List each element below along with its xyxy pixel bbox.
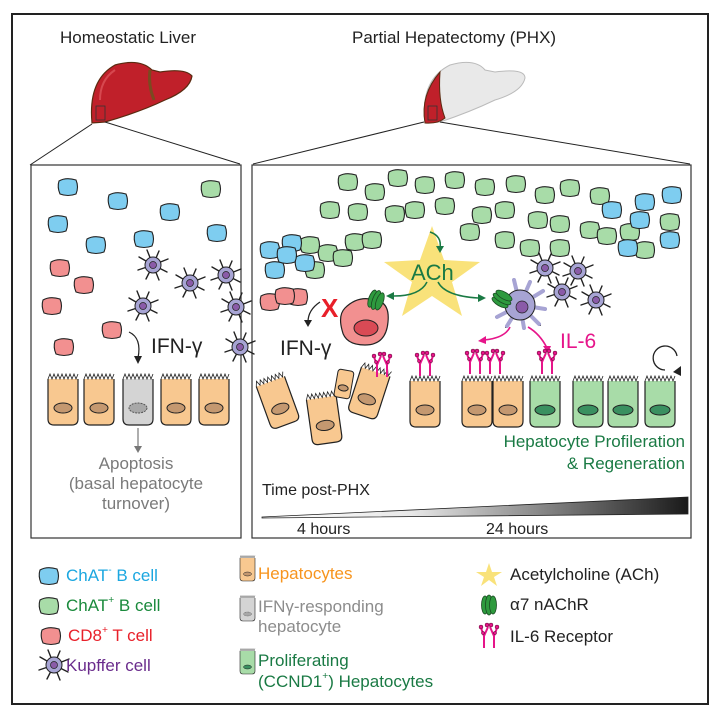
legend-cd8-t-cell: CD8+ T cell [68, 625, 153, 645]
hepatocyte [47, 373, 79, 426]
apoptosis-desc-line2: turnover) [101, 494, 171, 513]
apoptosis-desc-line1: (basal hepatocyte [68, 474, 204, 493]
legend-proliferating-line2: (CCND1+) Hepatocytes [258, 671, 434, 691]
timeline-tick-24h: 24 hours [486, 521, 549, 538]
kupffer-cell-large [489, 278, 547, 330]
inhibition-x-mark [304, 301, 321, 327]
legend-a7-nachr: α7 nAChR [510, 595, 589, 614]
hepatocyte [83, 373, 115, 426]
cd8-t-cell-icon [40, 627, 62, 646]
left-hepatocyte-row [47, 373, 230, 426]
acetylcholine-star-icon [476, 563, 502, 586]
left-ifn-gamma-label: IFN-γ [151, 335, 203, 358]
cd8-t-cell-large [339, 287, 389, 346]
acetylcholine-star [384, 226, 480, 316]
time-gradient-bar [261, 496, 689, 519]
il6-label: IL-6 [560, 330, 597, 353]
ach-label: ACh [411, 260, 454, 285]
chat-neg-b-cell [107, 192, 129, 211]
chat-neg-b-cell-icon [38, 567, 60, 586]
cd8-t-cell [73, 276, 95, 295]
timeline-title: Time post-PHX [262, 482, 370, 499]
chat-neg-b-cell [47, 215, 69, 234]
legend-proliferating-line1: Proliferating [258, 651, 349, 670]
cd8-t-cell [101, 321, 123, 340]
il6-arrows [483, 326, 548, 349]
ifn-responding-hepatocyte [122, 373, 154, 426]
cd8-t-cell [49, 259, 71, 278]
timeline-tick-4h: 4 hours [297, 521, 351, 538]
chat-pos-b-cell [200, 180, 222, 199]
cd8-t-cell [41, 297, 63, 316]
hepatocyte [160, 373, 192, 426]
homeostatic-panel-title: Homeostatic Liver [60, 28, 197, 47]
regeneration-label-line1: Hepatocyte Profileration [503, 432, 685, 451]
inhibition-x: X [321, 293, 339, 323]
regeneration-label-line2: & Regeneration [566, 454, 685, 473]
legend-chat-pos-b-cell: ChAT+ B cell [66, 595, 161, 615]
a7-nachr-icon [481, 594, 497, 616]
legend-acetylcholine: Acetylcholine (ACh) [510, 565, 660, 584]
apoptosis-label: Apoptosis [98, 454, 174, 473]
proliferation-cycle-arrow [652, 345, 678, 371]
zoom-lines [29, 121, 691, 166]
phx-liver-illustration [423, 61, 526, 124]
legend-icons [38, 555, 502, 681]
homeostatic-liver-illustration [90, 61, 193, 124]
ach-arrow-to-kupffer [437, 281, 479, 299]
ifn-arrow [128, 331, 140, 359]
cd8-t-cell [53, 338, 75, 357]
hepatocyte [198, 373, 230, 426]
legend-kupffer-cell: Kupffer cell [66, 656, 151, 675]
legend-hepatocytes: Hepatocytes [258, 564, 353, 583]
ach-arrow-to-tcell [393, 281, 428, 297]
chat-neg-b-cell [57, 178, 79, 197]
phx-panel-title: Partial Hepatectomy (PHX) [352, 28, 557, 47]
right-ifn-gamma-label: IFN-γ [280, 337, 332, 360]
legend-ifn-responding-line1: IFNγ-responding [258, 597, 384, 616]
chat-pos-b-cell-icon [38, 597, 60, 616]
chat-neg-b-cell [133, 230, 155, 249]
chat-neg-b-cell [159, 203, 181, 222]
right-hepatocytes [253, 348, 676, 446]
chat-neg-b-cell [85, 236, 107, 255]
chat-neg-b-cell [206, 224, 228, 243]
legend-il6-receptor: IL-6 Receptor [510, 627, 613, 646]
legend-ifn-responding-line2: hepatocyte [258, 617, 342, 636]
legend-chat-neg-b-cell: ChAT- B cell [66, 565, 158, 585]
